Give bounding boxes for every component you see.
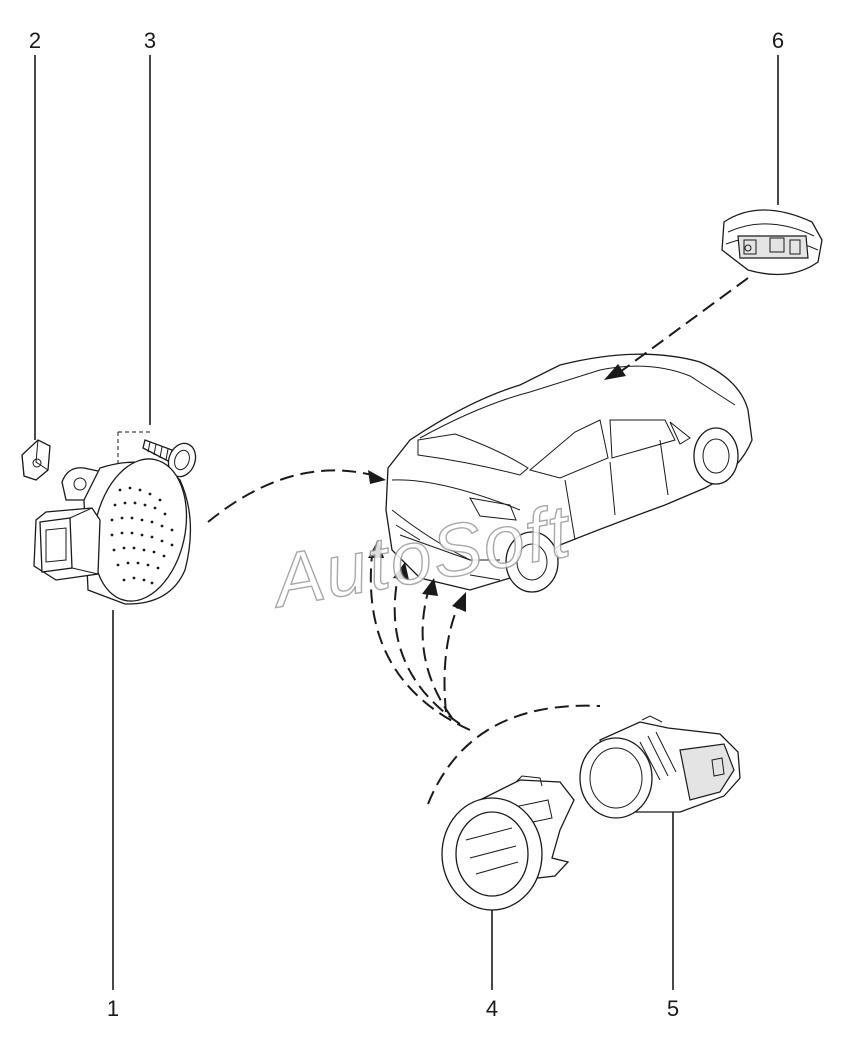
sensor-bracket-part [441,775,575,911]
buzzer-part [33,458,192,605]
callout-numbers: 1 2 3 4 5 6 [29,28,784,1021]
routing-arrows [207,277,749,805]
sensor-part [579,715,741,819]
callout-2: 2 [29,28,41,53]
callout-4: 4 [486,996,498,1021]
control-unit-part [721,209,823,276]
callout-3: 3 [144,28,156,53]
screw-part [117,431,197,500]
clip-part [21,439,51,481]
callout-6: 6 [772,28,784,53]
leader-lines [34,55,779,990]
buzzer-grille [110,486,174,585]
car-illustration [385,353,753,593]
callout-5: 5 [667,996,679,1021]
callout-1: 1 [107,996,119,1021]
